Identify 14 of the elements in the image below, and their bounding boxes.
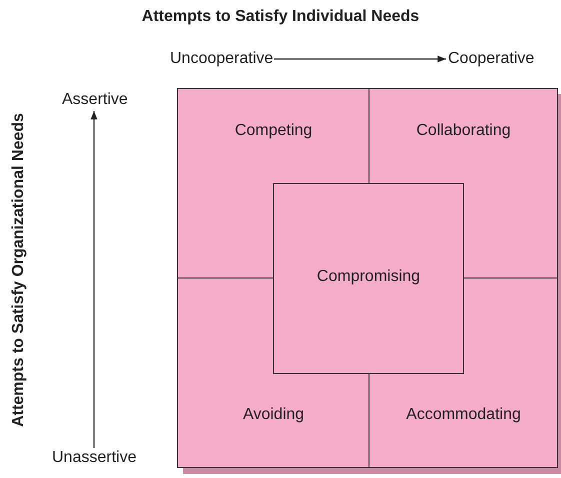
style-label: Compromising xyxy=(316,268,422,286)
style-label: Accommodating xyxy=(369,406,558,424)
chart-title: Attempts to Satisfy Individual Needs xyxy=(140,8,420,26)
style-label: Collaborating xyxy=(369,122,558,140)
axis-end-label: Cooperative xyxy=(448,50,534,68)
axis-end-label: Uncooperative xyxy=(170,50,274,68)
arrow xyxy=(274,56,446,62)
axis-title: Attempts to Satisfy Organizational Needs xyxy=(10,113,28,427)
center-panel xyxy=(273,183,464,374)
arrow xyxy=(90,111,98,448)
style-label: Competing xyxy=(177,122,370,140)
style-label: Avoiding xyxy=(177,406,370,424)
axis-end-label: Unassertive xyxy=(52,449,136,467)
axis-end-label: Assertive xyxy=(62,91,128,109)
